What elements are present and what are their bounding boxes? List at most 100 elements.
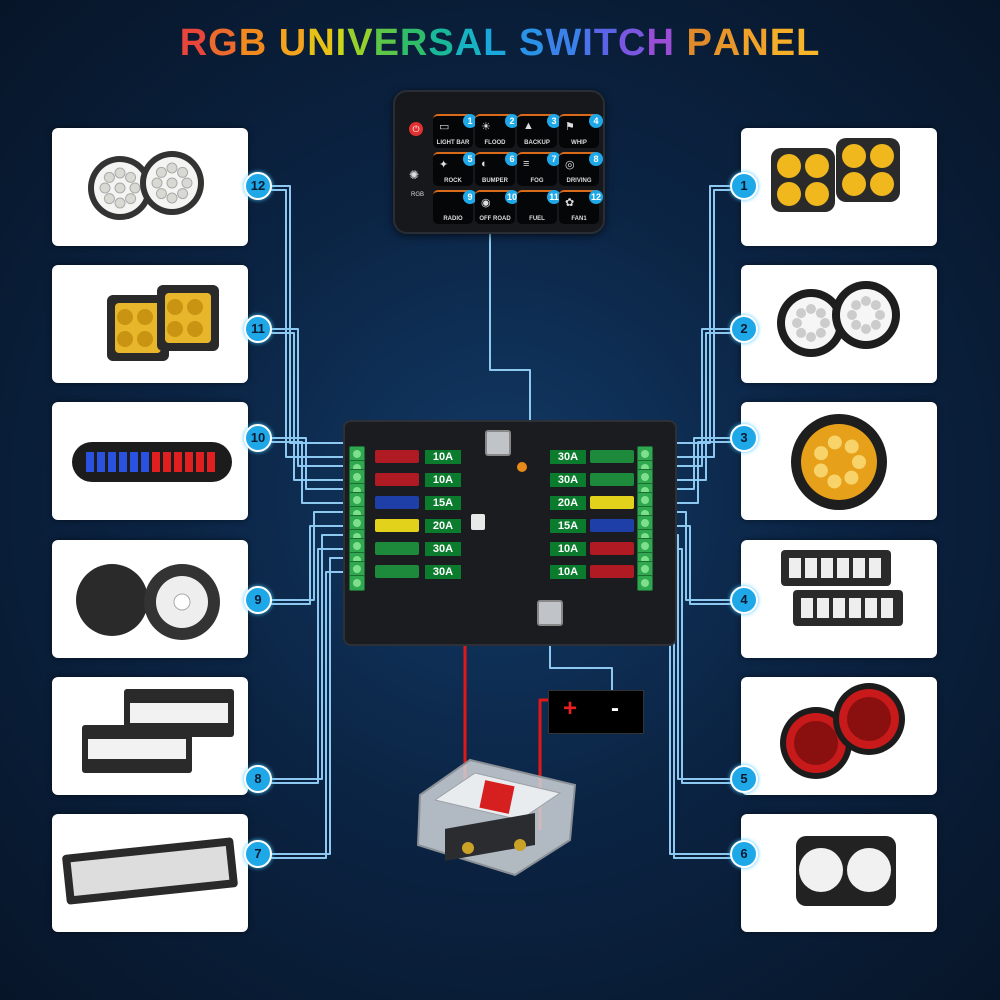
light-card-8[interactable] xyxy=(52,677,248,795)
power-icon[interactable]: ⏻ xyxy=(409,122,423,136)
led-chip xyxy=(814,446,829,461)
blade-fuse[interactable] xyxy=(590,542,634,555)
led-chip xyxy=(108,452,116,472)
light-card-7[interactable] xyxy=(52,814,248,932)
led-chip xyxy=(860,296,871,307)
amber-lens xyxy=(801,424,877,500)
battery-minus: - xyxy=(611,695,619,722)
rgb-label: RGB xyxy=(411,192,425,198)
switch-number: 10 xyxy=(505,190,519,204)
pod-housing xyxy=(76,564,148,636)
amber-lens xyxy=(805,182,829,206)
led-chip xyxy=(173,593,191,611)
led-lens xyxy=(847,848,891,892)
fuse-rating: 10A xyxy=(550,542,586,556)
light-card-12[interactable] xyxy=(52,128,248,246)
switch-icon: ✦ xyxy=(439,159,449,171)
title-letter xyxy=(267,22,279,65)
led-chip xyxy=(853,558,865,578)
switch-number: 4 xyxy=(589,114,603,128)
led-chip xyxy=(875,310,885,320)
led-chip xyxy=(815,308,826,319)
light-card-2[interactable] xyxy=(741,265,937,383)
blade-fuse[interactable] xyxy=(590,450,634,463)
fuse-rating: 30A xyxy=(425,565,461,579)
switch-icon: ☀ xyxy=(481,121,491,133)
led-chip xyxy=(155,166,167,178)
switch-label: BUMPER xyxy=(481,178,508,184)
switch-number: 2 xyxy=(505,114,519,128)
wire-terminal xyxy=(637,575,653,591)
led-chip xyxy=(796,308,807,319)
led-chip xyxy=(881,598,893,618)
led-chip xyxy=(801,598,813,618)
blade-fuse[interactable] xyxy=(590,496,634,509)
switch-number: 9 xyxy=(463,190,477,204)
blade-fuse[interactable] xyxy=(590,519,634,532)
light-card-11[interactable] xyxy=(52,265,248,383)
title-letter: T xyxy=(593,22,618,64)
circuit-number-badge: 2 xyxy=(730,315,758,343)
switch-icon: ◉ xyxy=(481,197,491,209)
light-card-5[interactable] xyxy=(741,677,937,795)
switch-number: 5 xyxy=(463,152,477,166)
amber-lens xyxy=(777,182,801,206)
light-card-3[interactable] xyxy=(741,402,937,520)
title-letter: R xyxy=(399,22,429,64)
blade-fuse[interactable] xyxy=(375,450,419,463)
circuit-number-badge: 6 xyxy=(730,840,758,868)
brightness-icon[interactable]: ✺ xyxy=(409,168,420,182)
led-chip xyxy=(167,299,183,315)
blade-fuse[interactable] xyxy=(375,565,419,578)
wire-circuit xyxy=(270,548,350,784)
switch-number: 6 xyxy=(505,152,519,166)
title-letter xyxy=(675,22,687,65)
blade-fuse[interactable] xyxy=(590,473,634,486)
circuit-number-badge: 8 xyxy=(244,765,272,793)
led-row xyxy=(130,703,228,723)
circuit-number-badge: 3 xyxy=(730,424,758,452)
switch-icon: ◎ xyxy=(565,159,575,171)
led-chip xyxy=(815,327,826,338)
led-chip xyxy=(166,192,178,204)
title-letter: E xyxy=(769,22,797,64)
blade-fuse[interactable] xyxy=(375,473,419,486)
led-chip xyxy=(114,197,126,209)
blade-fuse[interactable] xyxy=(375,496,419,509)
title-letter xyxy=(507,22,519,65)
blade-fuse[interactable] xyxy=(590,565,634,578)
light-illustration xyxy=(781,550,903,626)
light-card-9[interactable] xyxy=(52,540,248,658)
circuit-number-badge: 12 xyxy=(244,172,272,200)
light-card-6[interactable] xyxy=(741,814,937,932)
blade-fuse[interactable] xyxy=(375,519,419,532)
led-chip xyxy=(796,327,807,338)
switch-label: ROCK xyxy=(444,178,462,184)
light-card-10[interactable] xyxy=(52,402,248,520)
switch-icon: ≡ xyxy=(523,158,530,170)
light-illustration xyxy=(88,151,204,220)
led-lens xyxy=(794,721,838,765)
led-chip xyxy=(844,439,859,454)
light-card-1[interactable] xyxy=(741,128,937,246)
title-letter: N xyxy=(741,22,770,64)
led-chip xyxy=(849,598,861,618)
breaker-stud-right xyxy=(514,839,526,851)
switch-button-5[interactable]: ✦ ROCK 5 xyxy=(433,152,477,186)
wire-circuit xyxy=(270,511,350,601)
light-card-4[interactable] xyxy=(741,540,937,658)
blade-fuse[interactable] xyxy=(375,542,419,555)
